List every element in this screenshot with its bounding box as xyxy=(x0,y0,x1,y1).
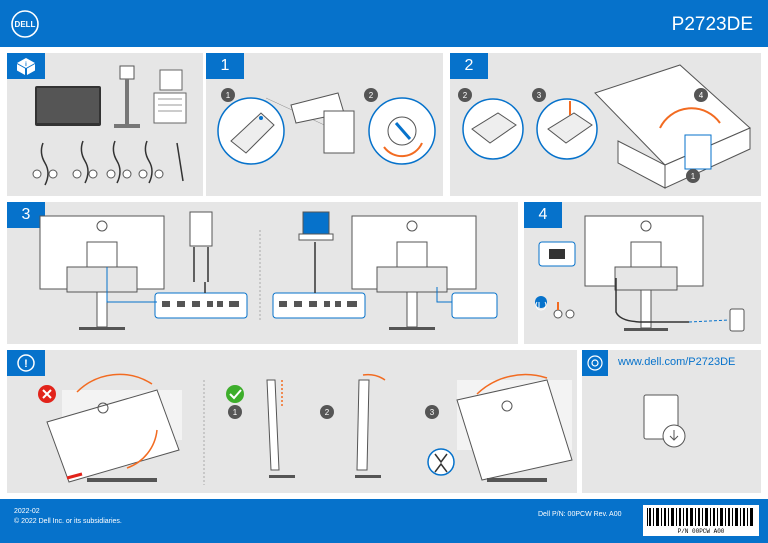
step-2-illustration: 2 3 4 1 xyxy=(458,64,751,189)
wall-outlet-icon xyxy=(729,308,745,332)
svg-text:1: 1 xyxy=(691,172,696,181)
svg-text:3: 3 xyxy=(430,408,435,417)
svg-text:1: 1 xyxy=(226,91,231,100)
print-date: 2022-02 xyxy=(14,508,40,515)
panel-website: www.dell.com/P2723DE xyxy=(582,350,761,493)
box-info-icon: i xyxy=(17,58,35,75)
svg-text:3: 3 xyxy=(537,91,542,100)
callout-1 xyxy=(221,88,235,102)
stand-base-icon xyxy=(114,124,140,128)
dell-logo-icon: DELL xyxy=(11,10,39,38)
document-icon xyxy=(159,69,183,91)
website-illustration xyxy=(643,394,686,448)
step-1-illustration: 1 2 xyxy=(217,88,436,165)
panel-step-2: 2 2 3 4 1 xyxy=(450,53,761,196)
rotate-arrow-icon xyxy=(383,142,423,158)
step-1-badge: 1 xyxy=(206,53,244,79)
warning-badge: ! xyxy=(7,350,45,376)
barcode-icon xyxy=(647,508,753,526)
svg-text:2: 2 xyxy=(369,91,374,100)
cables-icon xyxy=(40,140,184,186)
copyright-text: © 2022 Dell Inc. or its subsidiaries. xyxy=(14,518,122,525)
ok-icon xyxy=(226,385,244,403)
svg-text:!: ! xyxy=(24,358,28,370)
step-4-badge: 4 xyxy=(524,202,562,228)
power-button-icon xyxy=(535,296,547,308)
model-name: P2723DE xyxy=(671,14,753,35)
brand-text: DELL xyxy=(15,20,36,29)
step-3-illustration xyxy=(39,211,498,330)
step-2-badge: 2 xyxy=(450,53,488,79)
step-3-badge: 3 xyxy=(7,202,45,228)
panel-step-1: 1 1 2 xyxy=(206,53,443,196)
box-contents-illustration xyxy=(32,65,187,186)
svg-text:4: 4 xyxy=(699,91,704,100)
support-url-link[interactable]: www.dell.com/P2723DE xyxy=(618,356,736,368)
svg-text:i: i xyxy=(25,62,27,68)
panel-step-4: 4 xyxy=(524,202,761,344)
panel-box-contents: i xyxy=(7,53,203,196)
panel-tilt-warning: ! 1 2 3 xyxy=(7,350,577,493)
info-badge: i xyxy=(7,53,45,79)
barcode: P/N 00PCW A00 xyxy=(643,505,759,536)
svg-text:1: 1 xyxy=(233,408,238,417)
laptop-icon xyxy=(302,211,330,235)
pc-icon xyxy=(189,211,213,247)
panel-step-3: 3 xyxy=(7,202,518,344)
barcode-text: P/N 00PCW A00 xyxy=(677,528,725,535)
callout-2 xyxy=(364,88,378,102)
step-4-illustration xyxy=(535,215,745,332)
part-number: Dell P/N: 00PCW Rev. A00 xyxy=(538,511,622,518)
svg-text:2: 2 xyxy=(325,408,330,417)
svg-text:2: 2 xyxy=(463,91,468,100)
web-icon xyxy=(587,355,603,371)
warning-icon: ! xyxy=(17,354,35,372)
footer-bar: 2022-02 © 2022 Dell Inc. or its subsidia… xyxy=(0,499,768,543)
header-bar: DELL P2723DE xyxy=(0,0,768,47)
download-icon xyxy=(669,430,679,441)
web-badge xyxy=(582,350,608,376)
tilt-illustration: 1 2 3 xyxy=(38,373,573,485)
stand-riser-icon xyxy=(119,65,135,80)
